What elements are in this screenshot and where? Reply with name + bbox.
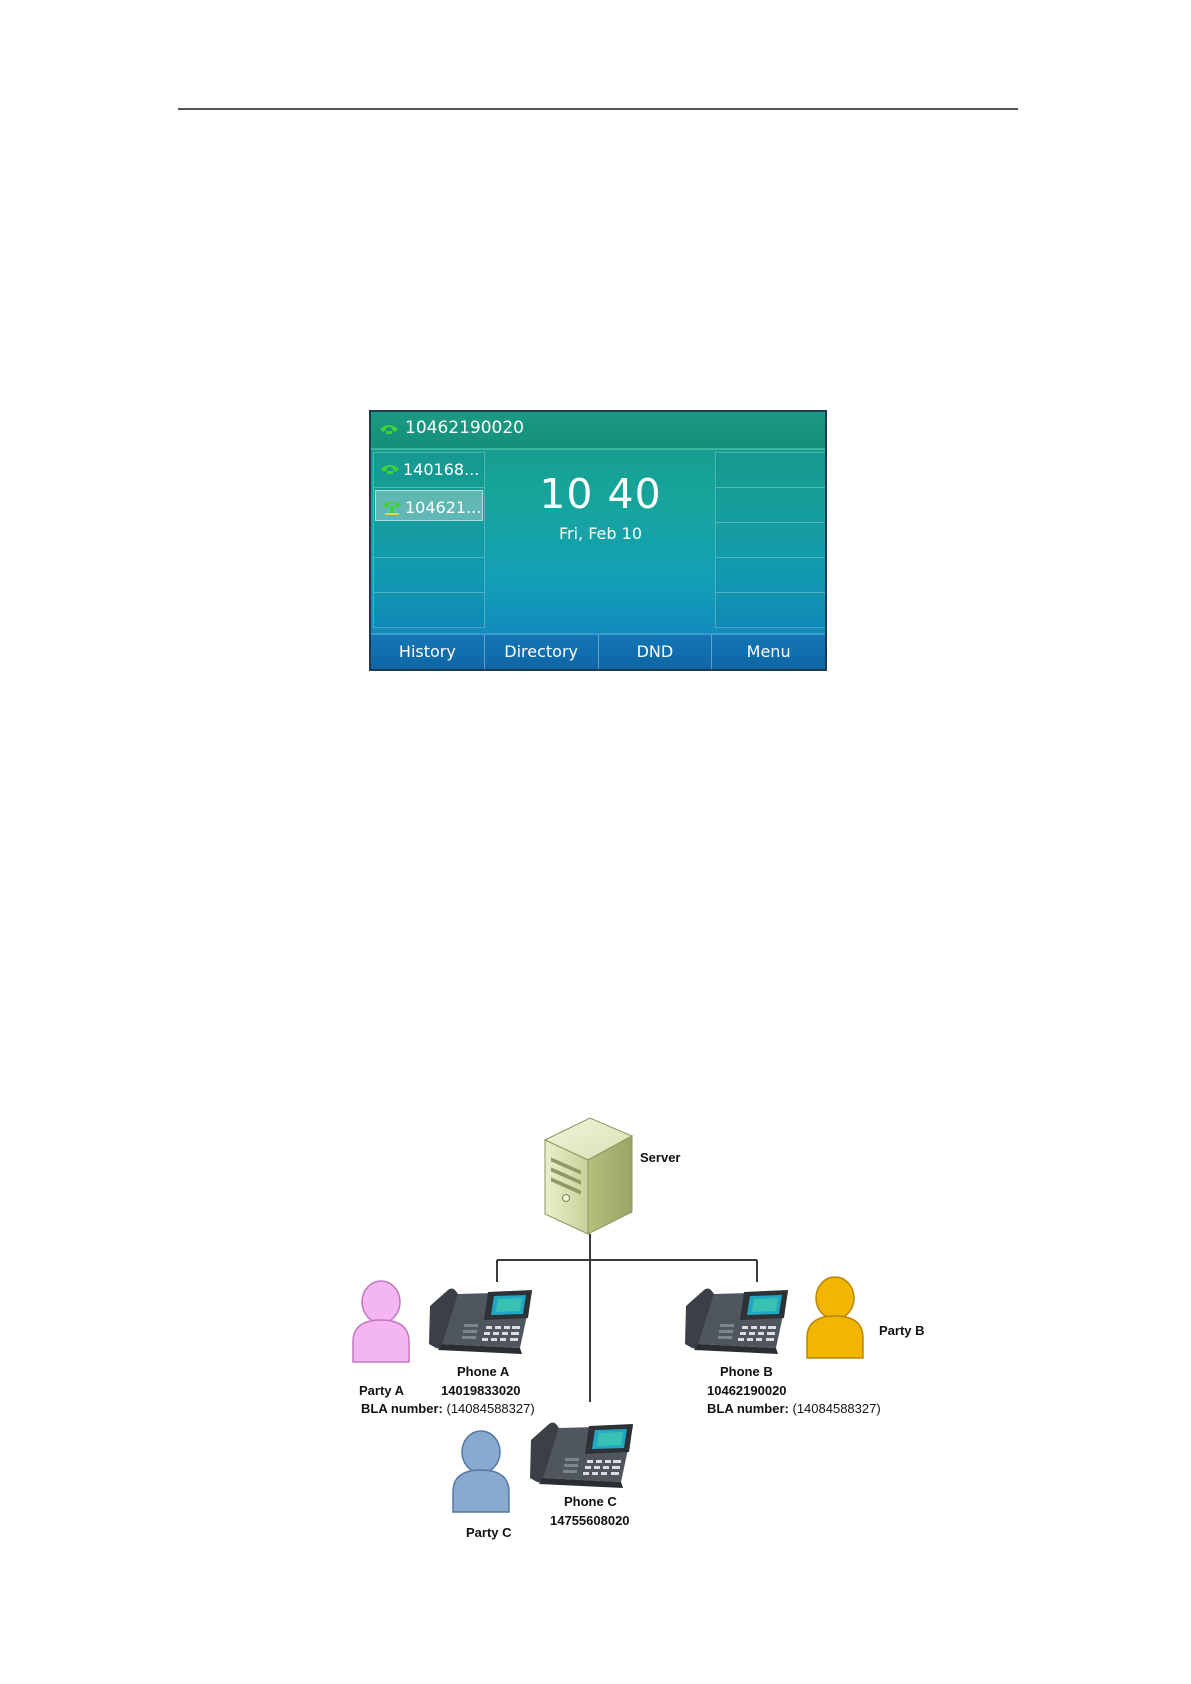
party-c-label: Party C	[466, 1525, 512, 1540]
softkey-bar: History Directory DND Menu	[371, 633, 825, 669]
bla-label: BLA number:	[361, 1401, 443, 1416]
screen-header: 10462190020	[371, 412, 825, 450]
line-key-right-2[interactable]	[716, 488, 826, 523]
phone-handset-icon	[379, 422, 399, 440]
connection-lines	[497, 1234, 757, 1402]
bla-number: (14084588327)	[792, 1401, 880, 1416]
party-a-bla: BLA number: (14084588327)	[361, 1401, 535, 1416]
header-number: 10462190020	[405, 418, 524, 438]
softkey-history[interactable]: History	[371, 635, 485, 669]
phone-b-name: Phone B	[720, 1364, 773, 1379]
phone-b-icon	[685, 1289, 788, 1355]
bla-number: (14084588327)	[446, 1401, 534, 1416]
line-key-right-3[interactable]	[716, 523, 826, 558]
phone-screen: 10462190020 140168... 104621...	[369, 410, 827, 671]
phone-a-number: 14019833020	[441, 1383, 521, 1398]
phone-handset-icon	[380, 462, 400, 480]
shared-line-icon	[382, 500, 402, 521]
bla-label: BLA number:	[707, 1401, 789, 1416]
softkey-directory[interactable]: Directory	[485, 635, 599, 669]
line-key-label: 104621...	[405, 498, 481, 517]
party-b-label: Party B	[879, 1323, 925, 1338]
party-b-person-icon	[807, 1277, 863, 1358]
line-key-4[interactable]	[374, 558, 484, 593]
phone-a-name: Phone A	[457, 1364, 509, 1379]
phone-b-number: 10462190020	[707, 1383, 787, 1398]
softkey-dnd[interactable]: DND	[599, 635, 713, 669]
phone-c-icon	[530, 1423, 633, 1489]
phone-c-number: 14755608020	[550, 1513, 630, 1528]
line-key-column-left: 140168... 104621...	[373, 452, 485, 628]
line-key-right-4[interactable]	[716, 558, 826, 593]
line-key-1[interactable]: 140168...	[374, 453, 484, 488]
line-key-label: 140168...	[403, 460, 479, 479]
header-rule	[178, 108, 1018, 110]
phone-c-name: Phone C	[564, 1494, 617, 1509]
server-icon	[545, 1118, 632, 1234]
party-c-person-icon	[453, 1431, 509, 1512]
party-a-person-icon	[353, 1281, 409, 1362]
clock-date: Fri, Feb 10	[486, 524, 715, 543]
phone-a-icon	[429, 1289, 532, 1355]
line-key-right-5[interactable]	[716, 593, 826, 628]
line-key-2[interactable]: 104621...	[375, 490, 483, 521]
line-key-3[interactable]	[374, 523, 484, 558]
clock-time: 10 40	[486, 470, 715, 518]
softkey-menu[interactable]: Menu	[712, 635, 825, 669]
line-key-column-right	[715, 452, 827, 628]
line-key-5[interactable]	[374, 593, 484, 628]
line-key-right-1[interactable]	[716, 453, 826, 488]
party-b-bla: BLA number: (14084588327)	[707, 1401, 881, 1416]
party-a-label: Party A	[359, 1383, 404, 1398]
server-label: Server	[640, 1150, 680, 1165]
